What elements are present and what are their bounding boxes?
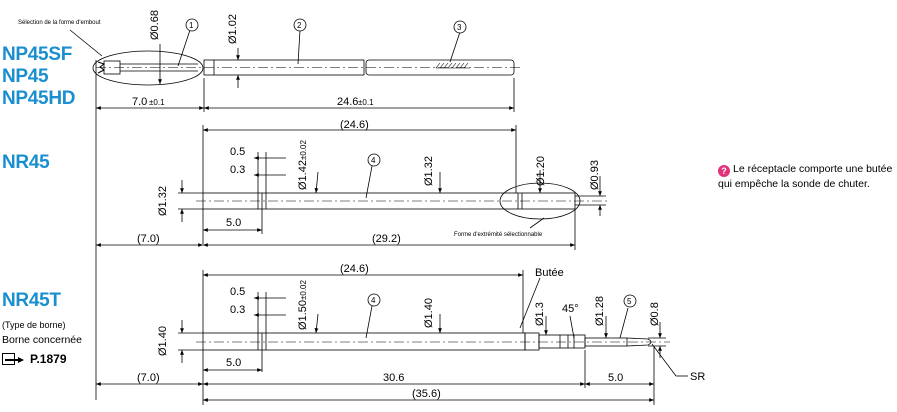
np-tol-body: ±0.1 — [358, 98, 374, 107]
callout-1 — [185, 18, 199, 32]
nr45-d05: 0.5 — [230, 146, 245, 158]
callout-4b — [367, 293, 381, 307]
nr45t-d128: Ø1.28 — [594, 296, 606, 326]
stopper-note: ?Le réceptacle comporte une butée qui em… — [718, 162, 896, 191]
nr45t-sr: SR — [690, 371, 705, 383]
nr45-d03: 0.3 — [230, 164, 245, 176]
nr45-d142-tol: ±0.02 — [299, 139, 308, 160]
nr45-d142: Ø1.42 — [297, 160, 309, 190]
terminal-concerned-label: Borne concernée — [2, 334, 82, 346]
nr45t-d03: 0.3 — [230, 304, 245, 316]
callout-5 — [623, 294, 637, 308]
nr45-d132-top: Ø1.32 — [423, 156, 435, 186]
np-len-body: 24.6 — [337, 96, 358, 108]
nr45-d132-left: Ø1.32 — [157, 186, 169, 216]
model-np45hd: NP45HD — [2, 88, 76, 109]
np-d068: Ø0.68 — [149, 10, 161, 40]
nr45t-d05: 0.5 — [230, 286, 245, 298]
nr45t-len70: (7.0) — [137, 372, 160, 384]
nr45t-len306: 30.6 — [383, 372, 404, 384]
nr45t-len50b: 5.0 — [608, 372, 623, 384]
np-d102: Ø1.02 — [227, 14, 239, 44]
nr45t-butee: Butée — [535, 267, 564, 279]
hand-pointing-icon — [2, 353, 24, 365]
np-selection-label: Sélection de la forme d'embout — [18, 20, 101, 26]
nr45t-d140-left: Ø1.40 — [157, 326, 169, 356]
question-icon: ? — [718, 165, 730, 177]
nr45t-top-len: (24.6) — [340, 263, 369, 275]
nr45t-num5: 5 — [627, 297, 632, 306]
page-reference-text: P.1879 — [30, 352, 67, 366]
stopper-note-text: Le réceptacle comporte une butée qui emp… — [718, 163, 893, 190]
nr45t-num4: 4 — [371, 296, 376, 305]
np-num2: 2 — [297, 21, 302, 30]
nr45-num4: 4 — [371, 156, 376, 165]
callout-2 — [293, 18, 307, 32]
nr45-tip-label: Forme d'extrémité sélectionnable — [454, 232, 543, 238]
nr45t-len356: (35.6) — [412, 388, 441, 400]
nr45t-d50: 5.0 — [226, 357, 241, 369]
nr45-d50: 5.0 — [226, 217, 241, 229]
nr45t-d150: Ø1.50 — [297, 300, 309, 330]
terminal-type-label: (Type de borne) — [2, 320, 66, 330]
callout-4a — [367, 153, 381, 167]
nr45-d093: Ø0.93 — [589, 160, 601, 190]
nr45-d120: Ø1.20 — [535, 156, 547, 186]
nr45-top-len: (24.6) — [340, 119, 369, 131]
nr45t-d150-tol: ±0.02 — [299, 279, 308, 300]
nr45t-d13: Ø1.3 — [534, 302, 546, 326]
nr45t-d08: Ø0.8 — [649, 302, 661, 326]
nr45t-angle: 45° — [562, 303, 579, 315]
model-nr45: NR45 — [2, 152, 50, 173]
model-nr45t: NR45T — [2, 290, 61, 311]
np-num3: 3 — [457, 23, 462, 32]
nr45t-d140-top: Ø1.40 — [423, 298, 435, 328]
model-np45sf: NP45SF — [2, 44, 73, 65]
nr45-len70: (7.0) — [137, 233, 160, 245]
model-np45: NP45 — [2, 66, 49, 87]
page-reference[interactable]: P.1879 — [2, 352, 67, 366]
nr45-len292: (29.2) — [372, 233, 401, 245]
np-len-tip: 7.0 — [132, 96, 147, 108]
np-tol-tip: ±0.1 — [149, 98, 165, 107]
np-num1: 1 — [189, 21, 194, 30]
callout-3 — [453, 20, 467, 34]
